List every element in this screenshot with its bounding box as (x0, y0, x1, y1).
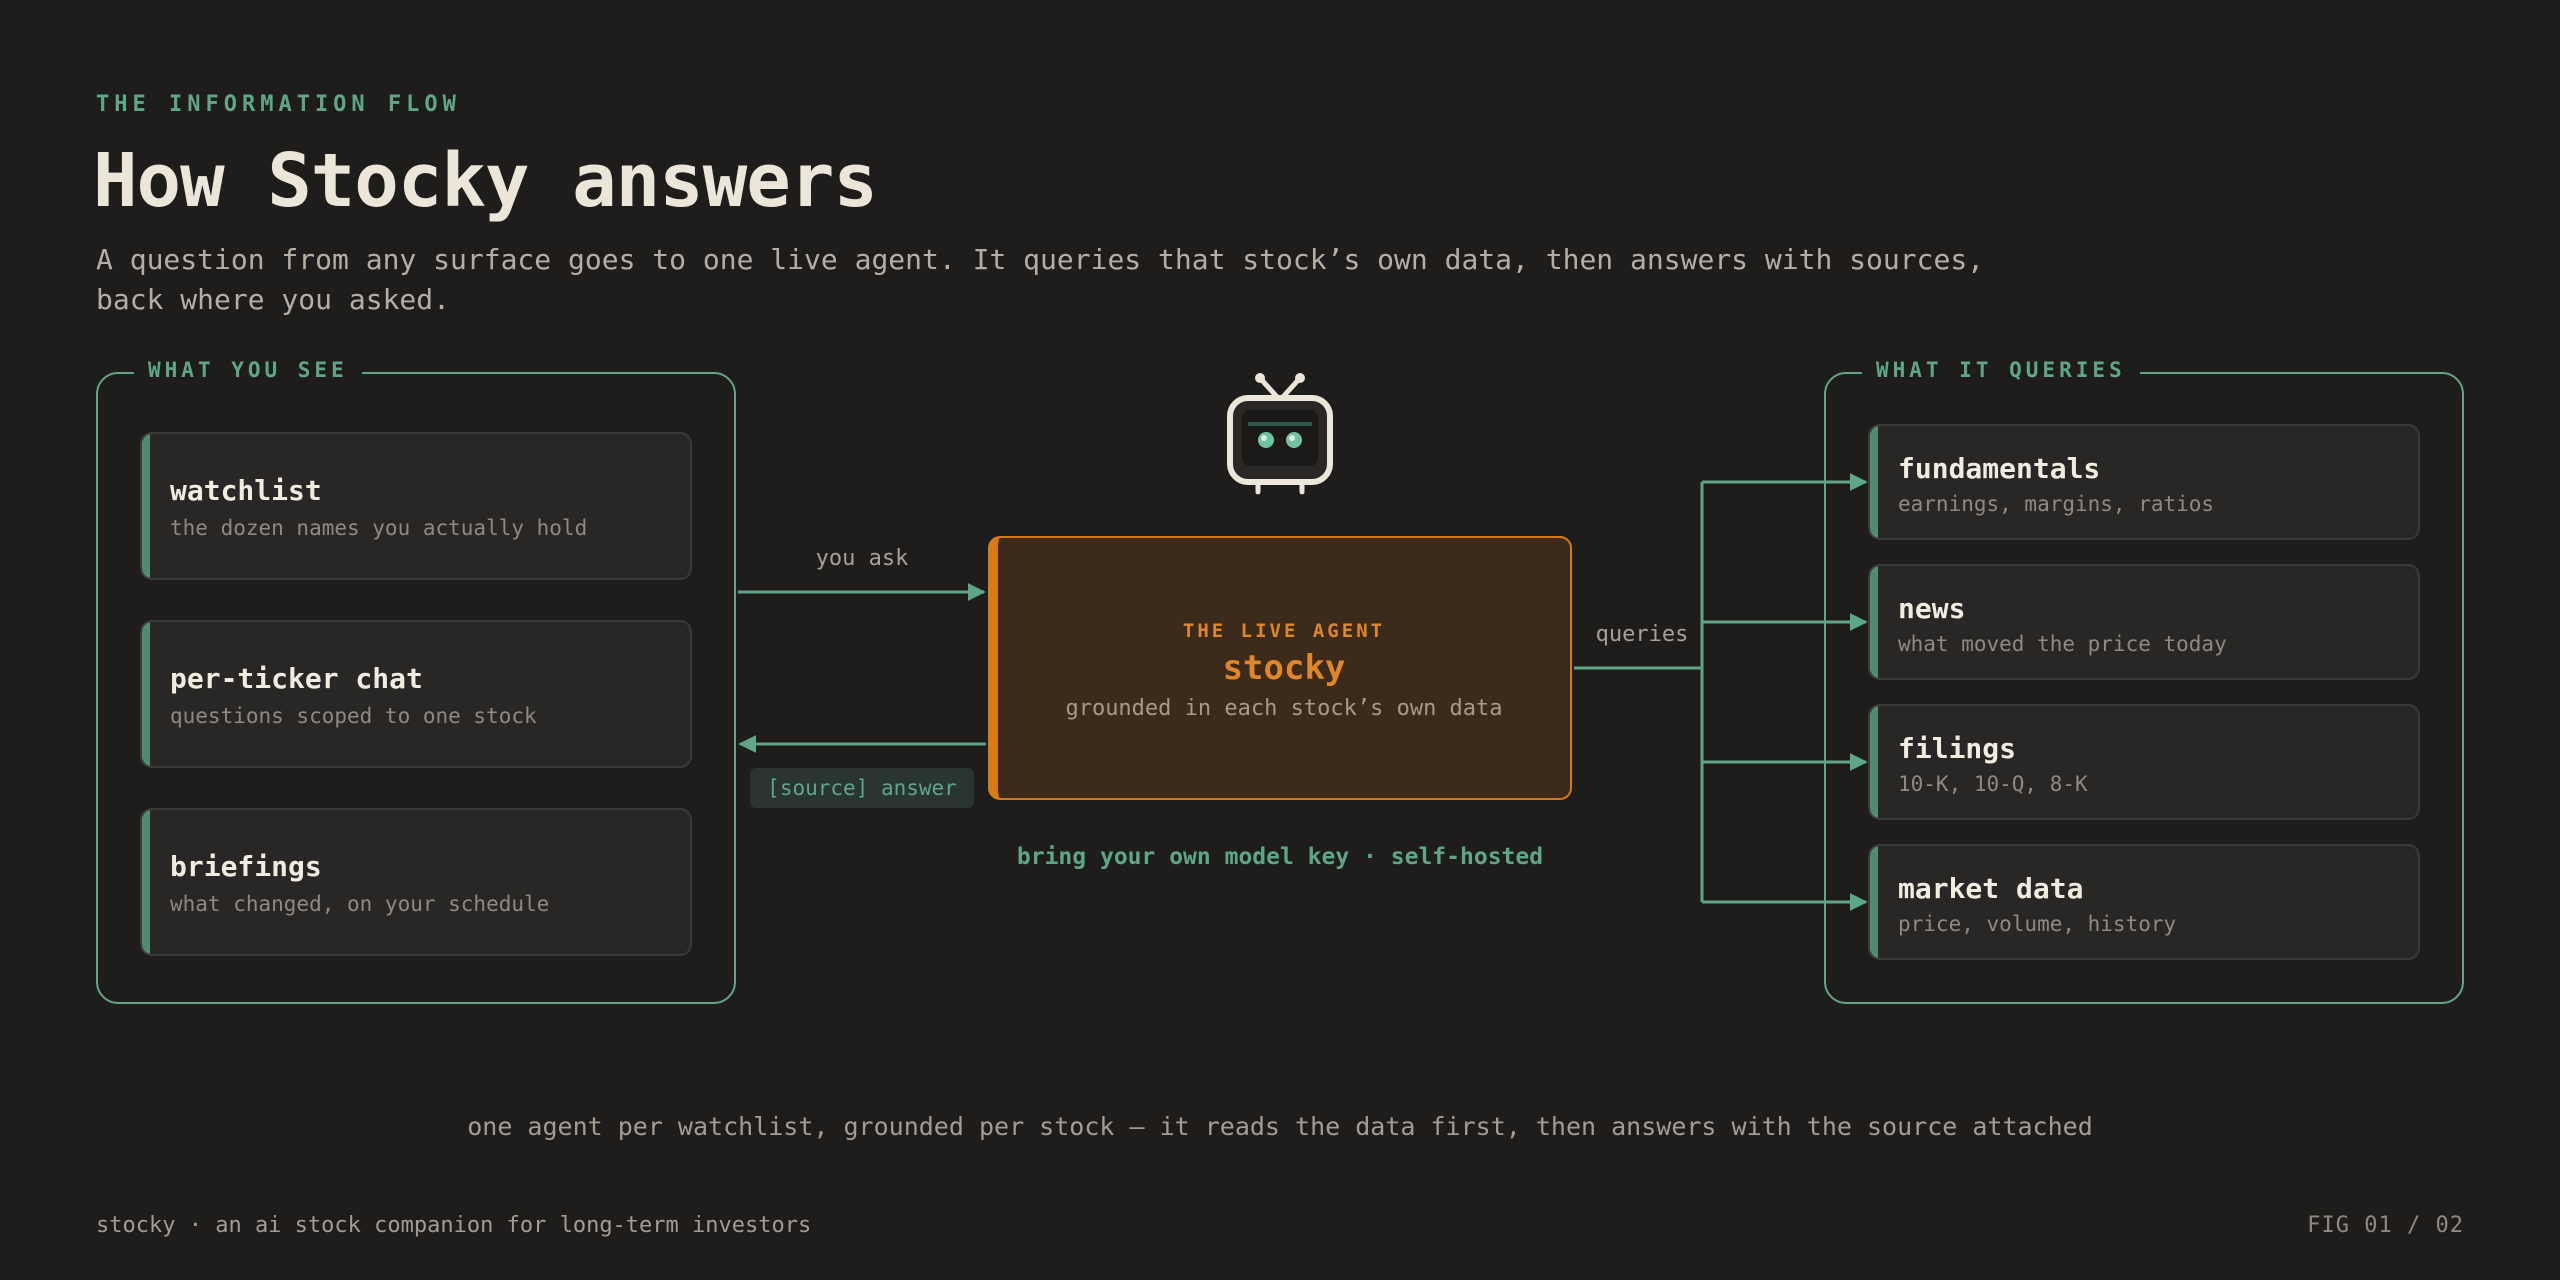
page-title: How Stocky answers (93, 138, 878, 224)
card-title: briefings (170, 850, 322, 883)
tagline: one agent per watchlist, grounded per st… (467, 1112, 2093, 1141)
card-market-data: market data price, volume, history (1868, 844, 2420, 960)
answer-badge: [source] answer (750, 768, 974, 808)
what-it-queries-panel: WHAT IT QUERIES (1824, 358, 2464, 1004)
queries-label: queries (1595, 622, 1689, 647)
card-desc: what changed, on your schedule (170, 892, 550, 916)
byok-note: bring your own model key · self-hosted (1016, 844, 1544, 870)
card-title: fundamentals (1898, 452, 2101, 485)
card-news: news what moved the price today (1868, 564, 2420, 680)
footer-left: stocky · an ai stock companion for long-… (96, 1213, 812, 1238)
card-desc: the dozen names you actually hold (170, 516, 588, 540)
card-desc: 10-K, 10-Q, 8-K (1898, 772, 2088, 796)
card-desc: questions scoped to one stock (170, 704, 537, 728)
card-title: watchlist (170, 474, 322, 507)
eyebrow: THE INFORMATION FLOW (96, 92, 461, 117)
agent-name: stocky (1222, 648, 1346, 688)
card-title: news (1898, 592, 1966, 625)
card-desc: earnings, margins, ratios (1898, 492, 2215, 516)
agent-desc: grounded in each stock’s own data (1065, 696, 1503, 721)
card-title: per-ticker chat (170, 662, 423, 695)
card-briefings: briefings what changed, on your schedule (140, 808, 692, 956)
card-desc: price, volume, history (1898, 912, 2177, 936)
card-title: filings (1898, 732, 2017, 765)
card-title: market data (1898, 872, 2084, 905)
what-you-see-panel: WHAT YOU SEE (96, 358, 736, 1004)
live-agent-box: THE LIVE AGENT stocky grounded in each s… (988, 536, 1572, 800)
you-ask-label: you ask (815, 546, 909, 571)
card-per-ticker-chat: per-ticker chat questions scoped to one … (140, 620, 692, 768)
agent-eyebrow: THE LIVE AGENT (1182, 620, 1386, 642)
card-desc: what moved the price today (1898, 632, 2227, 656)
page-subtitle: A question from any surface goes to one … (96, 243, 1985, 316)
robot-tv-icon (1227, 373, 1333, 495)
panel-label: WHAT IT QUERIES (1862, 358, 2140, 382)
card-filings: filings 10-K, 10-Q, 8-K (1868, 704, 2420, 820)
card-fundamentals: fundamentals earnings, margins, ratios (1868, 424, 2420, 540)
panel-label: WHAT YOU SEE (134, 358, 362, 382)
card-watchlist: watchlist the dozen names you actually h… (140, 432, 692, 580)
figure-number: FIG 01 / 02 (2307, 1213, 2464, 1238)
